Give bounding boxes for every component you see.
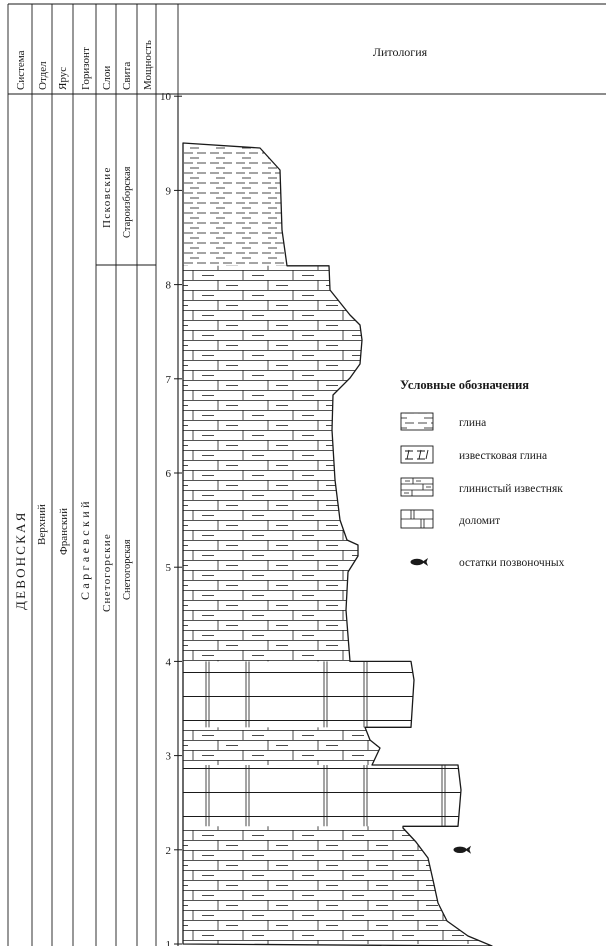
- header-system: Система: [15, 50, 27, 90]
- formation-upper-label: Староизборская: [122, 166, 133, 238]
- header-labels: Система Отдел Ярус Горизонт Слои Свита М…: [15, 40, 428, 90]
- scale-tick-label: 10: [160, 91, 172, 103]
- calcareous-clay-swatch: [400, 445, 434, 464]
- bed-dolomite: [183, 765, 492, 827]
- clayey-limestone-marks: [401, 478, 433, 496]
- bed-clayey-limestone: [183, 265, 492, 662]
- scale-tick-label: 6: [166, 468, 172, 480]
- thickness-scale: 1 2 3 4 5 6 7 8 9 10: [160, 91, 182, 946]
- formation-lower-label: Снетогорская: [122, 539, 133, 600]
- scale-tick-label: 9: [166, 185, 172, 197]
- bed-dolomite: [183, 661, 492, 728]
- stage-label: Франский: [58, 508, 70, 555]
- column-outline: [182, 142, 493, 946]
- bed-clay: [183, 143, 492, 266]
- header-lithology: Литология: [373, 45, 428, 59]
- scale-tick-label: 5: [166, 562, 172, 574]
- legend-item-calcareous-clay: известковая глина: [400, 445, 547, 464]
- stratigraphy-labels: ДЕВОНСКАЯ Верхний Франский Саргаевский П…: [13, 166, 133, 612]
- vertebrate-remains-marker: [453, 845, 471, 854]
- system-label: ДЕВОНСКАЯ: [13, 511, 28, 610]
- legend-item-clay: глина: [400, 412, 486, 431]
- scale-tick-label: 1: [166, 939, 172, 946]
- fossil-markers: [453, 845, 471, 854]
- header-frame: [8, 3, 606, 95]
- legend-item-dolomite: доломит: [400, 509, 500, 529]
- header-series: Отдел: [37, 61, 49, 90]
- lithology-column: [182, 142, 493, 946]
- legend-label-clayey-limestone: глинистый известняк: [459, 483, 563, 495]
- layers-upper-label: Псковские: [101, 166, 113, 228]
- scale-tick-label: 3: [166, 751, 172, 763]
- bed-clayey-limestone: [183, 727, 492, 766]
- header-stage: Ярус: [57, 67, 69, 90]
- header-thickness: Мощность: [142, 40, 154, 90]
- fish-icon: [410, 558, 428, 566]
- scale-tick-label: 2: [166, 845, 172, 857]
- scale-tick-label: 7: [166, 374, 172, 386]
- clay-swatch: [400, 412, 434, 431]
- clayey-limestone-swatch: [400, 477, 434, 497]
- legend-label-dolomite: доломит: [459, 515, 500, 527]
- dolomite-marks: [401, 510, 433, 528]
- header-layers: Слои: [101, 66, 113, 90]
- legend-label-clay: глина: [459, 417, 486, 429]
- legend-label-vertebrate-remains: остатки позвоночных: [459, 557, 565, 569]
- header-horizon: Горизонт: [80, 47, 92, 90]
- calcareous-clay-marks: [405, 449, 429, 460]
- legend: Условные обозначения глина известковая г…: [400, 378, 565, 569]
- legend-title: Условные обозначения: [400, 378, 529, 392]
- scale-tick-label: 4: [166, 656, 172, 668]
- legend-item-vertebrate-remains: остатки позвоночных: [410, 557, 565, 569]
- horizon-label: Саргаевский: [78, 498, 92, 600]
- header-formation: Свита: [121, 62, 133, 90]
- legend-label-calcareous-clay: известковая глина: [459, 450, 547, 462]
- series-label: Верхний: [36, 504, 48, 545]
- scale-tick-label: 8: [166, 280, 172, 292]
- legend-item-clayey-limestone: глинистый известняк: [400, 477, 563, 497]
- layers-lower-label: Снетогорские: [101, 533, 113, 612]
- column-dividers: [7, 4, 179, 946]
